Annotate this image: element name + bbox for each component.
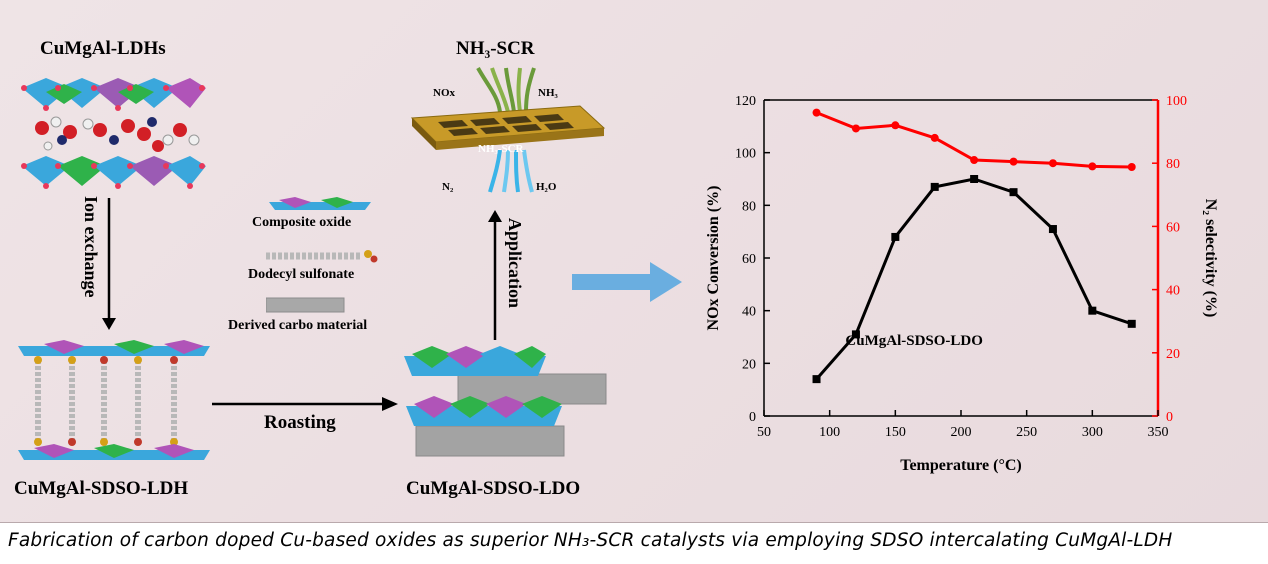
figure-caption: Fabrication of carbon doped Cu-based oxi… [8, 530, 1173, 551]
ldh-top-layer [21, 78, 206, 111]
chart-series [812, 108, 1136, 384]
roasting-arrow [212, 397, 398, 411]
series-2-point [1048, 159, 1057, 168]
left-tick-label: 80 [742, 199, 756, 214]
nh3-scr-title: NH₃-SCR [456, 38, 535, 59]
y-axis-label: NOx Conversion (%) [705, 186, 722, 331]
series-1-point [930, 182, 939, 191]
x-tick-label: 350 [1148, 425, 1169, 440]
sdso-ldo-title: CuMgAl-SDSO-LDO [406, 478, 581, 499]
right-tick-label: 20 [1166, 347, 1180, 362]
left-tick-label: 0 [749, 410, 756, 425]
right-tick-label: 40 [1166, 284, 1180, 299]
ldh-bottom-layer [21, 156, 206, 189]
sdso-ldh-bottom-layer [18, 444, 210, 460]
x-tick-label: 50 [757, 425, 771, 440]
series-2-point [1088, 162, 1097, 171]
ldh-structure-illustration [21, 78, 206, 189]
right-tick-label: 100 [1166, 94, 1187, 109]
roasting-label: Roasting [264, 412, 336, 433]
chart-plot-frame [763, 99, 1160, 417]
right-tick-label: 80 [1166, 157, 1180, 172]
dodecyl-sulfonate-label: Dodecyl sulfonate [248, 267, 355, 282]
sdso-chains [35, 360, 177, 442]
series-2-point [891, 121, 900, 130]
right-axis-ticks: 0 20 40 60 80 100 [1152, 94, 1187, 425]
series-2-point [930, 133, 939, 142]
ion-exchange-arrow [102, 198, 116, 330]
n2-label: N₂ [442, 181, 454, 193]
application-label: Application [505, 218, 525, 309]
series-1-point [970, 175, 979, 183]
series-line-1 [815, 177, 1133, 381]
series-1-point [1048, 225, 1057, 234]
ion-exchange-label: Ion exchange [81, 196, 101, 298]
ldh-title: CuMgAl-LDHs [40, 38, 166, 59]
application-arrow [488, 210, 502, 340]
series-2-point [1127, 162, 1136, 171]
series-1-point [1127, 319, 1136, 328]
sdso-ldh-illustration [18, 340, 210, 460]
x-tick-label: 200 [951, 425, 972, 440]
dodecyl-sulfonate-legend-swatch [266, 250, 378, 263]
series-1-point [891, 232, 900, 241]
series-1-point [1088, 306, 1097, 315]
chart-annotation: CuMgAl-SDSO-LDO [845, 333, 983, 349]
x-tick-label: 300 [1082, 425, 1103, 440]
left-tick-label: 100 [735, 147, 756, 162]
composite-oxide-legend-swatch [269, 197, 371, 210]
ldo-carbon-blocks [415, 373, 607, 457]
sdso-ldh-top-layer [18, 340, 210, 356]
incoming-gas-streams [476, 67, 536, 113]
series-2-point [970, 156, 979, 165]
right-tick-label: 60 [1166, 220, 1180, 235]
left-tick-label: 60 [742, 252, 756, 267]
interlayer-anions [35, 116, 200, 152]
nh3-label: NH₃ [538, 87, 558, 99]
x-tick-label: 250 [1016, 425, 1037, 440]
x-axis-label: Temperature (°C) [900, 457, 1021, 474]
sulfonate-heads [34, 356, 178, 446]
sdso-ldh-title: CuMgAl-SDSO-LDH [14, 478, 189, 499]
x-tick-label: 100 [819, 425, 840, 440]
nox-conversion-chart: 0 20 40 60 80 100 120 0 20 40 60 80 100 50 100 150 200… [705, 94, 1219, 474]
series-1-point [1009, 188, 1018, 197]
y2-axis-label: N₂ selectivity (%) [1202, 199, 1219, 318]
nh3-scr-illustration [410, 67, 606, 193]
right-tick-label: 0 [1166, 410, 1173, 425]
series-2-point [851, 124, 860, 133]
series-1-point [851, 330, 860, 339]
left-tick-label: 120 [735, 94, 756, 109]
composite-oxide-label: Composite oxide [252, 215, 352, 230]
chart-pointer-arrow [572, 262, 682, 302]
derived-carbo-legend-swatch [266, 297, 345, 313]
x-tick-label: 150 [885, 425, 906, 440]
left-tick-label: 40 [742, 305, 756, 320]
derived-carbo-label: Derived carbo material [228, 318, 368, 333]
series-2-point [1009, 157, 1018, 166]
nh3-scr-grid-label: NH₃-SCR [478, 143, 524, 155]
outgoing-gas-streams [488, 149, 534, 193]
series-1-point [812, 375, 821, 384]
series-2-point [812, 108, 821, 117]
sdso-ldo-illustration [404, 346, 607, 457]
left-tick-label: 20 [742, 357, 756, 372]
h2o-label: H₂O [536, 181, 557, 193]
x-axis-ticks: 50 100 150 200 250 300 350 [757, 410, 1169, 440]
ldo-oxide-layer-top [404, 346, 546, 376]
scr-catalyst-grid [410, 105, 606, 150]
nox-label: NOx [433, 87, 455, 99]
left-axis-ticks: 0 20 40 60 80 100 120 [735, 94, 770, 425]
ldo-oxide-layer-bottom [406, 396, 562, 426]
caption-bar [0, 522, 1268, 564]
